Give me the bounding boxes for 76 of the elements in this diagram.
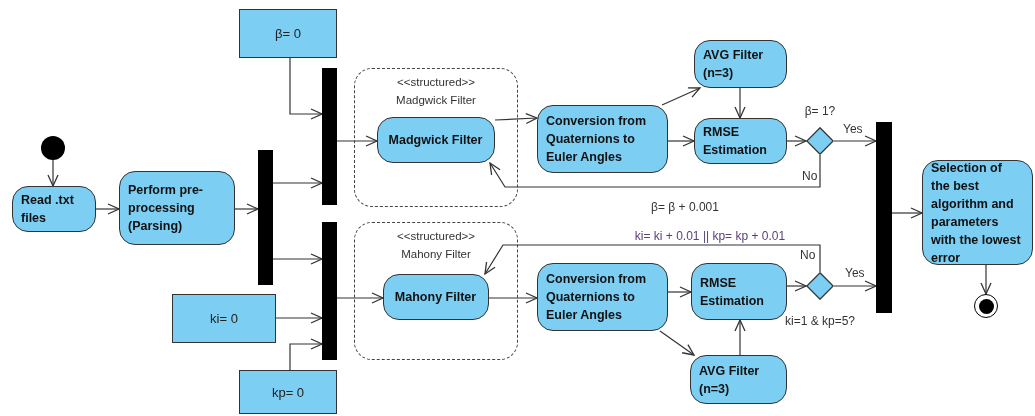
- arrow: [833, 135, 877, 147]
- node-label: Madgwick Filter: [388, 131, 483, 149]
- arrow: [661, 87, 701, 106]
- arrow: [95, 203, 120, 215]
- action-node: [537, 105, 668, 173]
- structured-region: [354, 222, 518, 360]
- arrow: [272, 177, 323, 189]
- action-node: [537, 263, 668, 331]
- arrow: [734, 87, 746, 119]
- arrow: [786, 135, 807, 147]
- arrow: [667, 286, 692, 298]
- arrow: [336, 135, 378, 147]
- edge-label: Yes: [844, 266, 866, 280]
- node-label: AVG Filter (n=3): [703, 47, 765, 82]
- guard-note: β= β + 0.001: [650, 200, 720, 214]
- arrow: [336, 292, 384, 304]
- arrow: [734, 319, 746, 356]
- arrow: [47, 159, 59, 187]
- node-label: Mahony Filter: [394, 288, 477, 306]
- arrow: [234, 203, 259, 215]
- action-node: [376, 116, 495, 163]
- action-node: [694, 40, 787, 88]
- node-label: RMSE Estimation: [703, 124, 768, 159]
- node-label: Conversion from Quaternions to Euler Angles: [546, 113, 647, 166]
- arrow: [275, 312, 323, 324]
- guard-label: β= 1?: [803, 104, 837, 118]
- fork-bar: [258, 150, 273, 285]
- region-title: Mahony Filter: [400, 247, 472, 262]
- guard-note: ki= ki + 0.01 || kp= kp + 0.01: [633, 229, 787, 243]
- arrow: [484, 244, 821, 275]
- arrow: [272, 253, 323, 265]
- arrow: [667, 135, 695, 147]
- action-node: [690, 355, 787, 404]
- arrow: [289, 338, 323, 371]
- arrow: [489, 154, 821, 188]
- arrow: [659, 330, 695, 356]
- action-node: [691, 263, 787, 320]
- node-label: RMSE Estimation: [700, 274, 765, 310]
- arrow: [833, 280, 877, 292]
- final-node: [974, 294, 998, 318]
- start-node: [41, 136, 65, 160]
- node-label: β= 0: [275, 26, 301, 41]
- action-node: [12, 186, 96, 232]
- action-node: [119, 171, 235, 245]
- node-label: Perform pre-processing (Parsing): [128, 182, 205, 235]
- fork-bar: [876, 122, 892, 313]
- node-label: Conversion from Quaternions to Euler Angles: [546, 271, 647, 324]
- arrow: [289, 57, 323, 120]
- fork-bar: [322, 68, 337, 205]
- guard-note: ki=1 & kp=5?: [783, 314, 857, 328]
- stereotype-label: <<structured>>: [396, 229, 476, 244]
- action-node: [382, 273, 489, 320]
- structured-region: [354, 68, 518, 207]
- region-title: Madgwick Filter: [395, 93, 477, 108]
- edge-label: No: [801, 169, 819, 183]
- node-label: kp= 0: [271, 384, 305, 400]
- arrow: [488, 292, 538, 304]
- node-label: ki= 0: [210, 311, 238, 326]
- fork-bar: [322, 222, 337, 360]
- arrow: [786, 280, 807, 292]
- node-label: AVG Filter (n=3): [699, 362, 761, 398]
- node-label: Selection of the best algorithm and parameters with the lowest error: [931, 159, 1022, 267]
- stereotype-label: <<structured>>: [396, 75, 476, 90]
- arrow: [891, 207, 923, 219]
- arrow: [494, 112, 538, 125]
- edge-label: Yes: [842, 122, 864, 136]
- object-node: [239, 9, 337, 58]
- edge-label: No: [799, 248, 817, 262]
- object-node: [239, 370, 337, 414]
- action-node: [922, 160, 1033, 265]
- node-label: Read .txt files: [21, 192, 75, 227]
- decision-diamond: [806, 272, 834, 300]
- action-node: [694, 118, 787, 164]
- object-node: [172, 294, 276, 343]
- decision-diamond: [806, 127, 834, 155]
- arrow: [980, 264, 992, 295]
